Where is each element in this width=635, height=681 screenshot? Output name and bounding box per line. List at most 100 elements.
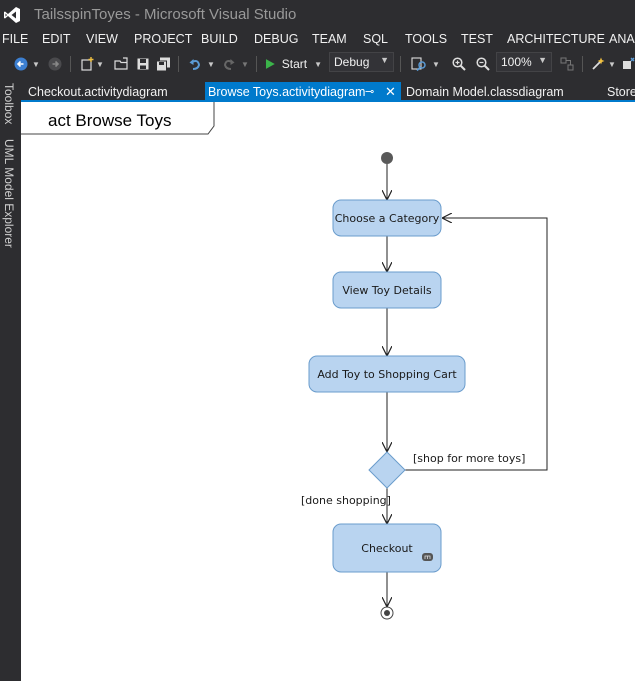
zoom-out-button[interactable] (474, 54, 492, 74)
menu-bar: FILE EDIT VIEW PROJECT BUILD DEBUG TEAM … (0, 30, 635, 50)
initial-node[interactable] (381, 152, 393, 164)
find-in-files-icon (411, 57, 426, 72)
pin-tab-icon[interactable]: ⊸ (365, 86, 375, 98)
menu-build[interactable]: BUILD (201, 32, 238, 46)
toolbar-separator (70, 56, 71, 72)
chevron-down-icon: ▼ (432, 59, 440, 69)
save-icon (137, 58, 149, 70)
tab-label: Browse Toys.activitydiagram (208, 85, 366, 99)
menu-project[interactable]: PROJECT (134, 32, 193, 46)
configuration-value: Debug (334, 55, 370, 69)
menu-edit[interactable]: EDIT (42, 32, 71, 46)
find-dropdown-button[interactable]: ▼ (432, 54, 440, 74)
back-arrow-icon (14, 57, 28, 71)
menu-debug[interactable]: DEBUG (254, 32, 299, 46)
action-add-toy-to-shopping-cart[interactable] (308, 355, 466, 393)
redo-dropdown-button[interactable]: ▼ (241, 54, 249, 74)
uml-model-explorer-tab[interactable]: UML Model Explorer (2, 139, 16, 248)
toolbar-separator (178, 56, 179, 72)
zoom-in-icon (452, 57, 466, 71)
play-icon (265, 59, 275, 69)
zoom-value: 100% (501, 55, 532, 69)
toolbox-tab[interactable]: Toolbox (2, 83, 16, 125)
tab-checkout-activitydiagram[interactable]: Checkout.activitydiagram (25, 82, 171, 102)
layout-button[interactable] (558, 54, 576, 74)
guard-label: [shop for more toys] (413, 452, 525, 465)
chevron-down-icon: ▼ (608, 59, 616, 69)
undo-dropdown-button[interactable]: ▼ (207, 54, 215, 74)
close-tab-icon[interactable]: ✕ (385, 84, 396, 99)
menu-team[interactable]: TEAM (312, 32, 347, 46)
chevron-down-icon: ▼ (538, 55, 547, 65)
menu-sql[interactable]: SQL (363, 32, 389, 46)
back-dropdown-button[interactable]: ▼ (31, 54, 41, 74)
tab-label: Domain Model.classdiagram (406, 85, 564, 99)
action-label: Add Toy to Shopping Cart (317, 368, 457, 381)
menu-analyze[interactable]: ANA (609, 32, 635, 46)
navigate-back-button[interactable] (12, 54, 30, 74)
new-project-icon (81, 57, 94, 71)
zoom-level-combo[interactable]: 100% ▼ (496, 52, 552, 72)
title-bar: TailsspinToyes - Microsoft Visual Studio (0, 0, 635, 30)
diagram-canvas[interactable]: Choose a Category View Toy Details Add T… (21, 102, 635, 681)
tab-domain-model-classdiagram[interactable]: Domain Model.classdiagram (403, 82, 567, 102)
wand-button[interactable] (589, 54, 607, 74)
action-checkout[interactable] (332, 523, 442, 573)
extension-icon (622, 57, 634, 69)
document-tab-strip: Checkout.activitydiagram Browse Toys.act… (21, 78, 635, 102)
menu-test[interactable]: TEST (461, 32, 493, 46)
navigate-forward-button[interactable] (46, 54, 64, 74)
toolbar-separator (256, 56, 257, 72)
action-choose-a-category[interactable] (332, 199, 442, 237)
side-tool-windows: Toolbox UML Model Explorer (0, 78, 21, 681)
chevron-down-icon: ▼ (380, 55, 389, 65)
tab-label: Checkout.activitydiagram (28, 85, 168, 99)
frame-heading-border (21, 102, 215, 135)
menu-architecture[interactable]: ARCHITECTURE (507, 32, 605, 46)
save-all-button[interactable] (154, 54, 172, 74)
decision-node[interactable] (368, 451, 406, 489)
activity-final-node-inner (384, 610, 390, 616)
action-label: Choose a Category (335, 212, 440, 225)
tab-browse-toys-activitydiagram[interactable]: Browse Toys.activitydiagram ⊸ ✕ (205, 82, 401, 102)
action-label: Checkout (361, 542, 413, 555)
toolbar-separator (582, 56, 583, 72)
zoom-in-button[interactable] (450, 54, 468, 74)
action-label: View Toy Details (342, 284, 432, 297)
menu-view[interactable]: VIEW (86, 32, 118, 46)
chevron-down-icon: ▼ (32, 59, 40, 69)
find-button[interactable] (406, 54, 432, 74)
undo-icon (189, 59, 201, 70)
new-dropdown-button[interactable]: ▼ (96, 54, 104, 74)
menu-tools[interactable]: TOOLS (405, 32, 448, 46)
zoom-out-icon (476, 57, 490, 71)
activity-diagram: Choose a Category View Toy Details Add T… (21, 102, 548, 620)
action-view-toy-details[interactable] (332, 271, 442, 309)
layout-icon (560, 57, 574, 71)
wand-dropdown-button[interactable]: ▼ (608, 54, 616, 74)
tab-store[interactable]: Store (604, 82, 635, 102)
start-label: Start (281, 57, 308, 71)
undo-button[interactable] (186, 54, 204, 74)
new-project-button[interactable] (78, 54, 96, 74)
start-debugging-button[interactable]: Start ▼ (264, 54, 322, 74)
extension-button[interactable] (620, 54, 635, 74)
redo-button[interactable] (220, 54, 238, 74)
open-file-button[interactable] (112, 54, 130, 74)
magic-wand-icon (592, 57, 605, 70)
guard-label: [done shopping] (301, 494, 391, 507)
open-folder-icon (113, 57, 128, 70)
window-title: TailsspinToyes - Microsoft Visual Studio (34, 6, 297, 23)
tab-label: Store (607, 85, 635, 99)
call-behavior-icon-detail (424, 555, 431, 559)
redo-icon (223, 59, 235, 70)
save-button[interactable] (134, 54, 152, 74)
save-all-icon (155, 57, 170, 71)
chevron-down-icon: ▼ (314, 59, 322, 69)
toolbar-separator (400, 56, 401, 72)
forward-arrow-icon (48, 57, 62, 71)
solution-configuration-combo[interactable]: Debug ▼ (329, 52, 394, 72)
chevron-down-icon: ▼ (241, 59, 249, 69)
menu-file[interactable]: FILE (2, 32, 29, 46)
active-tab-underline (21, 100, 635, 102)
